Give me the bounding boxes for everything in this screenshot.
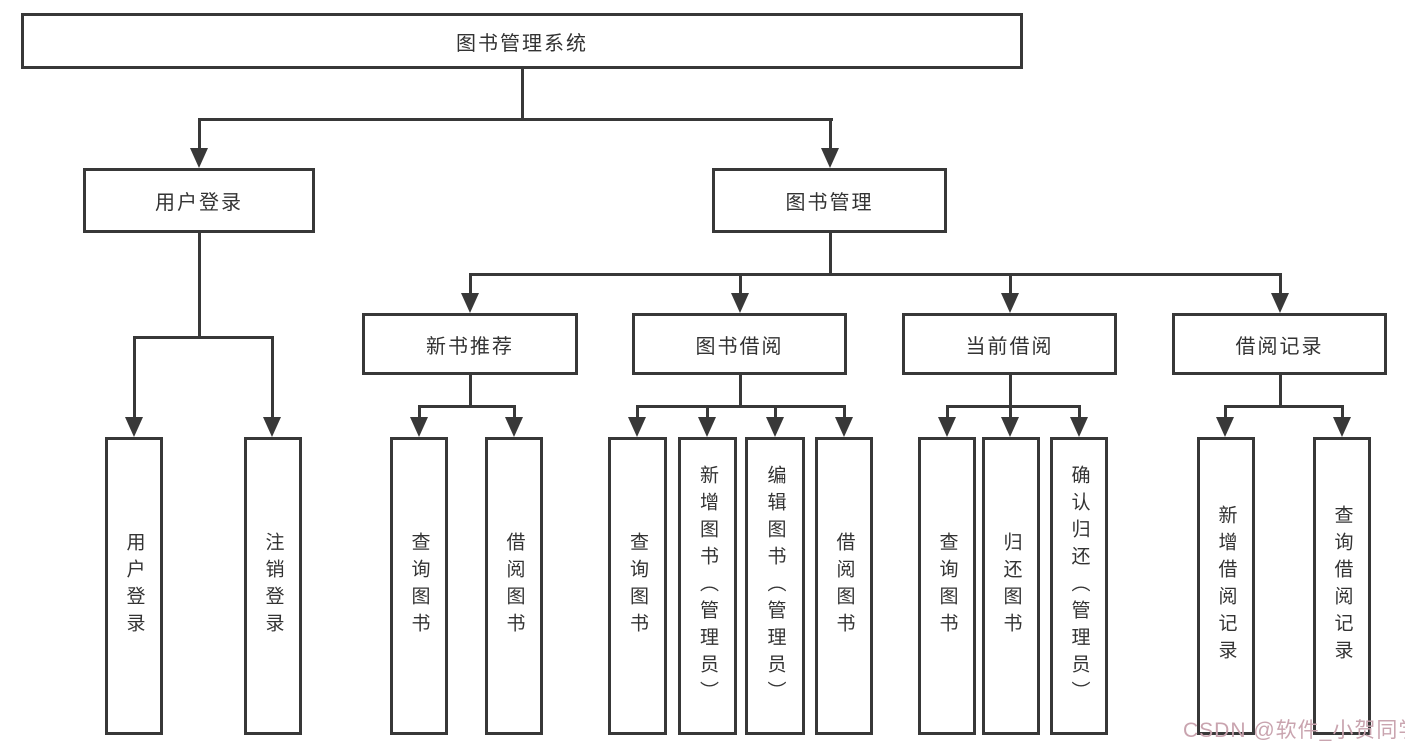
- arrow-down-icon: [1333, 417, 1351, 437]
- arrow-down-icon: [505, 417, 523, 437]
- connector-drop: [636, 405, 639, 421]
- watermark-text: CSDN @软件_小贺同学: [1183, 719, 1405, 742]
- connector-drop: [706, 405, 709, 421]
- connector-drop-current: [1008, 273, 1012, 298]
- connector-recommend-branch: [417, 405, 516, 408]
- arrow-down-icon: [1271, 293, 1289, 313]
- arrow-down-icon: [263, 417, 281, 437]
- arrow-down-icon: [410, 417, 428, 437]
- connector-drop-leaf-logout: [270, 336, 274, 421]
- node-user-login: 用户登录: [83, 168, 315, 233]
- arrow-down-icon: [125, 417, 143, 437]
- leaf-add-book-admin: 新增图书（管理员）: [678, 437, 737, 735]
- connector-records-branch: [1224, 405, 1344, 408]
- node-book-borrow: 图书借阅: [632, 313, 847, 375]
- connector-drop: [773, 405, 777, 421]
- connector-user-login-branch: [132, 336, 274, 339]
- connector-drop-leaf-login: [132, 336, 136, 421]
- connector-borrow-stub: [738, 373, 742, 408]
- leaf-query-borrow-record: 查询借阅记录: [1313, 437, 1371, 735]
- node-root: 图书管理系统: [21, 13, 1023, 69]
- connector-root-branch: [197, 118, 833, 121]
- leaf-query-books-borrow: 查询图书: [608, 437, 667, 735]
- connector-book-management-stub: [828, 233, 832, 276]
- arrow-down-icon: [821, 148, 839, 168]
- arrow-down-icon: [766, 417, 784, 437]
- arrow-down-icon: [698, 417, 716, 437]
- connector-drop: [945, 405, 949, 421]
- connector-drop-borrow: [738, 273, 742, 298]
- connector-drop-records: [1278, 273, 1282, 298]
- connector-drop-recommend: [468, 273, 472, 298]
- connector-book-management-branch: [468, 273, 1282, 276]
- connector-drop: [1224, 405, 1227, 421]
- arrow-down-icon: [1001, 293, 1019, 313]
- arrow-down-icon: [835, 417, 853, 437]
- leaf-borrow-books: 借阅图书: [815, 437, 873, 735]
- node-book-management: 图书管理: [712, 168, 947, 233]
- leaf-borrow-books-recommend: 借阅图书: [485, 437, 543, 735]
- arrow-down-icon: [461, 293, 479, 313]
- arrow-down-icon: [1216, 417, 1234, 437]
- connector-drop: [417, 405, 421, 421]
- arrow-down-icon: [190, 148, 208, 168]
- connector-current-stub: [1008, 373, 1012, 408]
- leaf-logout: 注销登录: [244, 437, 302, 735]
- leaf-add-borrow-record: 新增借阅记录: [1197, 437, 1255, 735]
- connector-drop: [1077, 405, 1081, 421]
- arrow-down-icon: [938, 417, 956, 437]
- connector-user-login-stub: [197, 233, 201, 339]
- arrow-down-icon: [1070, 417, 1088, 437]
- connector-records-stub: [1278, 375, 1282, 408]
- leaf-user-login: 用户登录: [105, 437, 163, 735]
- node-current-borrow: 当前借阅: [902, 313, 1117, 375]
- leaf-edit-book-admin: 编辑图书（管理员）: [745, 437, 805, 735]
- arrow-down-icon: [628, 417, 646, 437]
- connector-drop: [1340, 405, 1344, 421]
- connector-current-branch: [945, 405, 1081, 408]
- arrow-down-icon: [731, 293, 749, 313]
- connector-drop-book-management: [828, 118, 832, 154]
- leaf-query-books-recommend: 查询图书: [390, 437, 448, 735]
- connector-root-stub: [520, 68, 524, 121]
- connector-drop-user-login: [197, 118, 201, 154]
- arrow-down-icon: [1001, 417, 1019, 437]
- connector-drop: [1009, 405, 1012, 421]
- connector-recommend-stub: [468, 375, 472, 408]
- node-new-book-recommend: 新书推荐: [362, 313, 578, 375]
- node-borrow-records: 借阅记录: [1172, 313, 1387, 375]
- connector-drop: [512, 405, 516, 421]
- leaf-return-books: 归还图书: [982, 437, 1040, 735]
- connector-drop: [842, 405, 846, 421]
- leaf-confirm-return-admin: 确认归还（管理员）: [1050, 437, 1108, 735]
- connector-borrow-branch: [636, 405, 846, 408]
- leaf-query-books-current: 查询图书: [918, 437, 976, 735]
